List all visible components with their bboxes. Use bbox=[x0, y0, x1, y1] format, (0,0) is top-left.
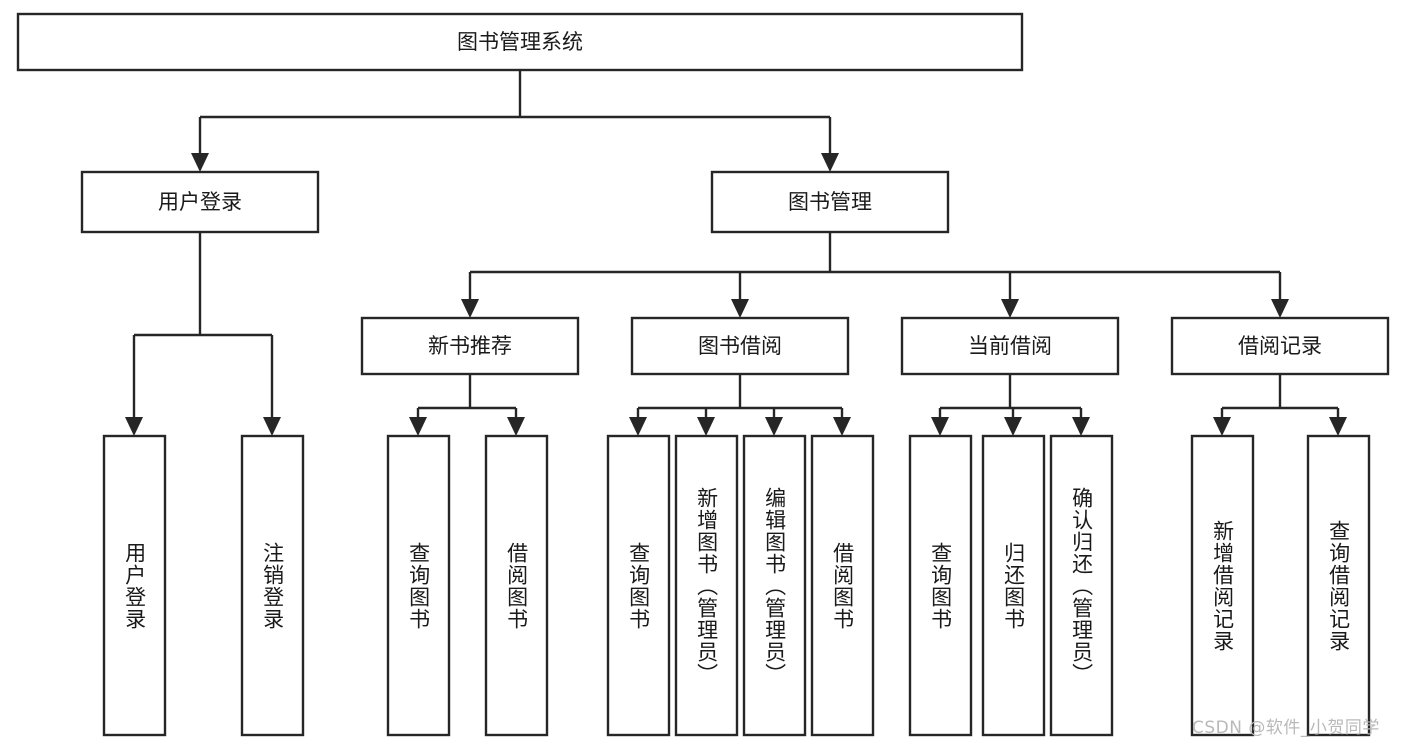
connector-book-manage-to-level2-arrow-1 bbox=[731, 299, 749, 318]
connector-book-manage-to-level2-arrow-0 bbox=[461, 299, 479, 318]
node-label-book-borrow: 图书借阅 bbox=[698, 334, 782, 358]
node-box-leaf-query-book-current[interactable] bbox=[908, 434, 973, 737]
csdn-watermark: CSDN @软件_小贺同学 bbox=[1192, 718, 1380, 738]
node-label-borrow-record: 借阅记录 bbox=[1238, 334, 1322, 358]
node-label-new-book-recommend: 新书推荐 bbox=[428, 334, 512, 358]
node-box-leaf-query-book-borrow[interactable] bbox=[606, 434, 671, 737]
connector-root-to-level1-arrow-0 bbox=[191, 153, 209, 172]
node-box-leaf-borrow-book[interactable] bbox=[810, 434, 875, 737]
node-label-book-manage: 图书管理 bbox=[788, 190, 872, 214]
node-box-leaf-edit-book[interactable] bbox=[742, 434, 807, 737]
node-label-user-login: 用户登录 bbox=[158, 190, 242, 214]
node-box-leaf-borrow-book-recommend[interactable] bbox=[484, 434, 549, 737]
node-box-book-manage[interactable] bbox=[710, 170, 950, 234]
connector-book-borrow-to-leaves-arrow-1 bbox=[697, 417, 715, 436]
node-box-new-book-recommend[interactable] bbox=[360, 316, 580, 376]
connector-borrow-record-to-leaves-arrow-1 bbox=[1329, 417, 1347, 436]
node-box-book-borrow[interactable] bbox=[630, 316, 850, 376]
node-box-layer bbox=[16, 12, 1390, 737]
connector-current-borrow-to-leaves-arrow-1 bbox=[1004, 417, 1022, 436]
connector-new-book-recommend-to-leaves-arrow-0 bbox=[409, 417, 427, 436]
connector-user-login-to-leaves-arrow-0 bbox=[125, 417, 143, 436]
connector-current-borrow-to-leaves-arrow-0 bbox=[931, 417, 949, 436]
node-label-current-borrow: 当前借阅 bbox=[968, 334, 1052, 358]
connector-layer bbox=[125, 70, 1347, 436]
connector-borrow-record-to-leaves-arrow-0 bbox=[1213, 417, 1231, 436]
connector-current-borrow-to-leaves-arrow-2 bbox=[1072, 417, 1090, 436]
connector-book-manage-to-level2-arrow-3 bbox=[1271, 299, 1289, 318]
node-box-leaf-return-book[interactable] bbox=[981, 434, 1046, 737]
node-box-user-login[interactable] bbox=[80, 170, 320, 234]
node-box-leaf-confirm-return[interactable] bbox=[1049, 434, 1114, 737]
connector-book-borrow-to-leaves-arrow-0 bbox=[629, 417, 647, 436]
node-box-leaf-query-borrow-record[interactable] bbox=[1306, 434, 1371, 737]
connector-new-book-recommend-to-leaves-arrow-1 bbox=[507, 417, 525, 436]
connector-book-borrow-to-leaves-arrow-2 bbox=[765, 417, 783, 436]
connector-book-manage-to-level2-arrow-2 bbox=[1001, 299, 1019, 318]
connector-book-borrow-to-leaves-arrow-3 bbox=[833, 417, 851, 436]
node-box-current-borrow[interactable] bbox=[900, 316, 1120, 376]
node-box-leaf-logout[interactable] bbox=[240, 434, 305, 737]
node-label-root: 图书管理系统 bbox=[457, 30, 583, 54]
node-box-leaf-user-login[interactable] bbox=[102, 434, 167, 737]
node-box-leaf-add-borrow-record[interactable] bbox=[1190, 434, 1255, 737]
connector-root-to-level1-arrow-1 bbox=[821, 153, 839, 172]
node-box-leaf-add-book[interactable] bbox=[674, 434, 739, 737]
node-box-root[interactable] bbox=[16, 12, 1024, 72]
node-box-borrow-record[interactable] bbox=[1170, 316, 1390, 376]
connector-user-login-to-leaves-arrow-1 bbox=[263, 417, 281, 436]
node-box-leaf-query-book-recommend[interactable] bbox=[386, 434, 451, 737]
